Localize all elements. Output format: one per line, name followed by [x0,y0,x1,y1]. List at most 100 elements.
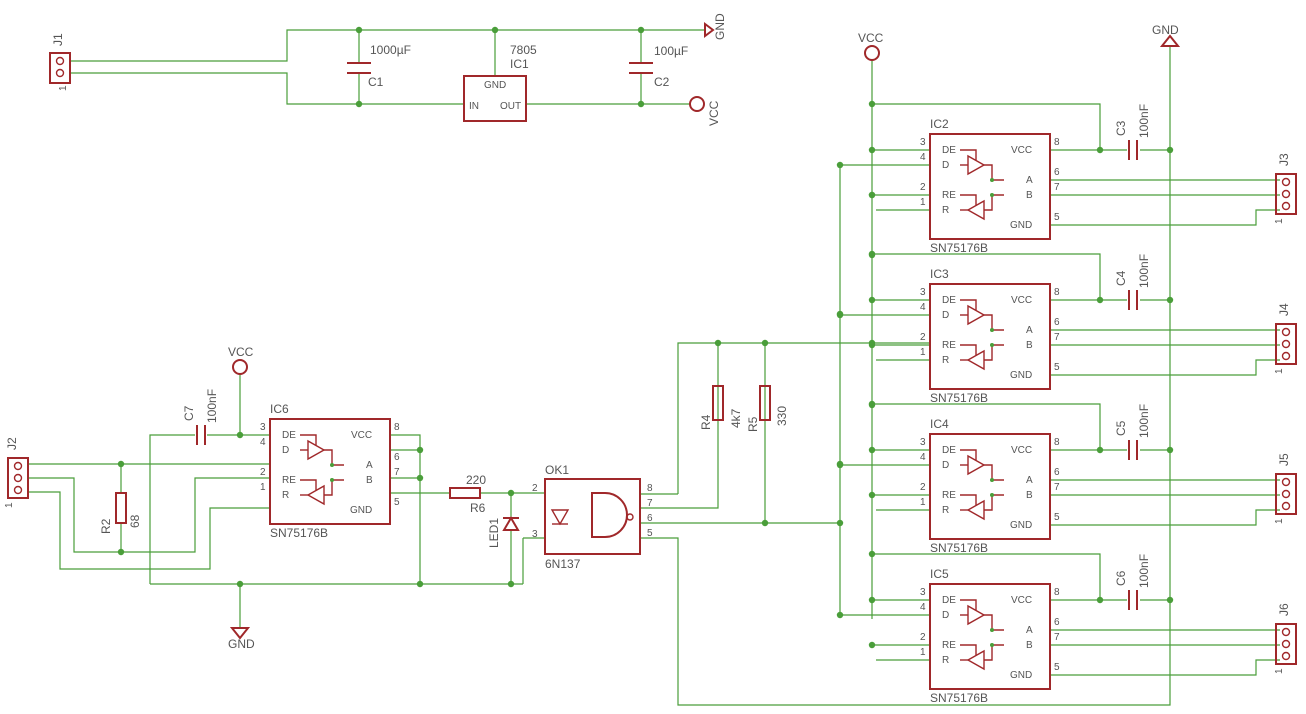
wire [872,253,1101,301]
regulator-name: IC1 [510,57,529,71]
junction-dot [836,611,844,619]
optocoupler-pin: 3 [532,529,538,540]
capacitor-c7-name: C7 [182,405,196,421]
capacitor-c2-value: 100µF [654,44,688,58]
pin-label-d: D [942,460,949,471]
resistor-r5-value: 330 [775,406,789,426]
connector-pin1: 1 [1274,218,1285,224]
optocoupler-pin: 7 [647,498,653,509]
pin-number: 8 [1054,287,1060,298]
junction-dot [637,100,645,108]
junction-dot [1166,446,1174,454]
pin-number: 2 [920,482,926,493]
pin-label-vcc: VCC [351,430,372,441]
junction-dot [761,519,769,527]
regulator-ic1 [463,75,527,122]
pin-number: 2 [920,632,926,643]
connector-pin [1281,489,1291,499]
pin-number: 5 [1054,662,1060,673]
pin-number: 5 [394,497,400,508]
junction-dot [868,446,876,454]
pin-label-vcc: VCC [1011,295,1032,306]
transceiver-part: SN75176B [930,541,988,555]
junction-dot [1166,596,1174,604]
pin-number: 3 [260,422,266,433]
regulator-pin-in: IN [469,101,479,112]
capacitor-c5-name: C5 [1114,420,1128,436]
pin-number: 7 [1054,482,1060,493]
pin-number: 7 [1054,182,1060,193]
pin-number: 1 [920,347,926,358]
junction-dot [416,580,424,588]
connector-j4-label: J4 [1277,303,1291,316]
pin-label-d: D [942,310,949,321]
pin-label-re: RE [942,340,956,351]
connector-j5 [1275,473,1297,515]
connector-pin [1281,351,1291,361]
pin-number: 4 [920,452,926,463]
connector-pin [13,473,23,483]
junction-dot [117,460,125,468]
pin-number: 2 [920,332,926,343]
optocoupler-ok1 [544,478,641,555]
transceiver-name: IC2 [930,117,949,131]
resistor-r2-name: R2 [99,518,113,534]
pin-number: 7 [394,467,400,478]
resistor-r2 [115,492,127,524]
vcc-symbol [232,359,248,375]
junction-dot [868,146,876,154]
wire [1050,209,1280,226]
pin-number: 1 [920,197,926,208]
transceiver-name: IC6 [270,402,289,416]
capacitor-c7-value: 100nF [205,389,219,423]
transceiver-body [929,433,1051,540]
pin-number: 6 [1054,317,1060,328]
pin-number: 1 [920,647,926,658]
capacitor-c5-value: 100nF [1137,404,1151,438]
optocoupler-pin: 8 [647,483,653,494]
pin-label-de: DE [942,145,956,156]
capacitor-c4-value: 100nF [1137,254,1151,288]
wire [1050,659,1280,676]
wire-re-bus [677,342,930,494]
transceiver-body [929,583,1051,690]
resistor-r5 [759,385,771,421]
junction-dot [491,26,499,34]
resistor-r2-value: 68 [128,514,142,528]
connector-pin [1281,651,1291,661]
connector-j2-label: J2 [5,437,19,450]
junction-dot [836,161,844,169]
connector-pin [1281,327,1291,337]
connector-j3 [1275,173,1297,215]
resistor-r6 [449,487,481,499]
transceiver-name: IC4 [930,417,949,431]
capacitor-c1-value: 1000µF [370,43,411,57]
junction-dot [416,474,424,482]
junction-dot [236,580,244,588]
connector-j2 [7,457,29,499]
optocoupler-value: 6N137 [545,557,581,571]
resistor-r5-name: R5 [746,416,760,432]
junction-dot [117,548,125,556]
junction-dot [868,296,876,304]
junction-dot [868,339,876,347]
pin-label-de: DE [942,595,956,606]
pin-label-re: RE [282,475,296,486]
connector-pin [1281,501,1291,511]
pin-number: 8 [394,422,400,433]
gnd-symbol [1159,34,1181,47]
connector-j1 [49,52,71,84]
optocoupler-name: OK1 [545,463,569,477]
junction-dot [1166,146,1174,154]
pin-number: 5 [1054,512,1060,523]
transceiver-name: IC3 [930,267,949,281]
vcc-symbol [864,45,880,61]
pin-label-b: B [1026,490,1033,501]
connector-pin [1281,339,1291,349]
pin-label-r: R [942,655,949,666]
connector-pin1: 1 [1274,368,1285,374]
junction-dot [507,489,515,497]
transceiver-part: SN75176B [930,691,988,705]
vcc-label: VCC [228,345,254,359]
